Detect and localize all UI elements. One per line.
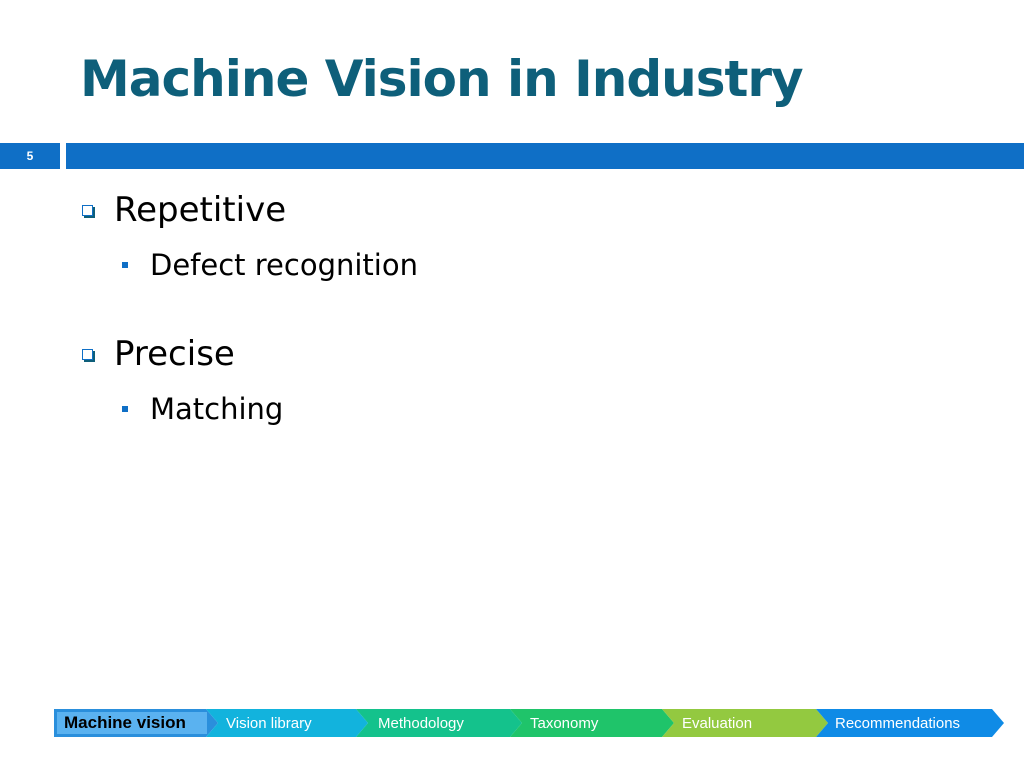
hollow-square-bullet-icon (82, 204, 93, 216)
sub-bullet-text: Matching (150, 392, 284, 426)
sub-bullet-text: Defect recognition (150, 248, 418, 282)
nav-chevron-methodology[interactable] (356, 709, 522, 737)
nav-item-vision-library[interactable]: Vision library (226, 714, 312, 732)
section-navigation-bar: Machine vision Vision library Methodolog… (54, 709, 1004, 737)
bullet-item: Repetitive (82, 190, 286, 230)
page-number: 5 (26, 149, 34, 163)
bullet-item: Precise (82, 334, 235, 374)
nav-chevron-evaluation[interactable] (662, 709, 828, 737)
slide-title: Machine Vision in Industry (80, 50, 804, 108)
nav-item-taxonomy[interactable]: Taxonomy (530, 714, 599, 732)
square-bullet-icon (122, 406, 128, 412)
square-bullet-icon (122, 262, 128, 268)
nav-item-evaluation[interactable]: Evaluation (682, 714, 753, 732)
sub-bullet-item: Defect recognition (122, 248, 418, 282)
nav-chevron-taxonomy[interactable] (510, 709, 674, 737)
header-bar (66, 143, 1024, 169)
nav-chevron-vision-library[interactable] (206, 709, 368, 737)
bullet-text: Precise (114, 334, 235, 374)
hollow-square-bullet-icon (82, 348, 93, 360)
navigation-chevrons (54, 709, 1004, 737)
nav-item-recommendations[interactable]: Recommendations (835, 714, 961, 732)
nav-active-highlight (57, 712, 207, 734)
bullet-text: Repetitive (114, 190, 287, 230)
nav-item-machine-vision[interactable]: Machine vision (64, 713, 186, 732)
page-number-badge: 5 (0, 143, 60, 169)
sub-bullet-item: Matching (122, 392, 283, 426)
nav-chevron-recommendations[interactable] (816, 709, 1004, 737)
nav-item-methodology[interactable]: Methodology (378, 714, 464, 732)
